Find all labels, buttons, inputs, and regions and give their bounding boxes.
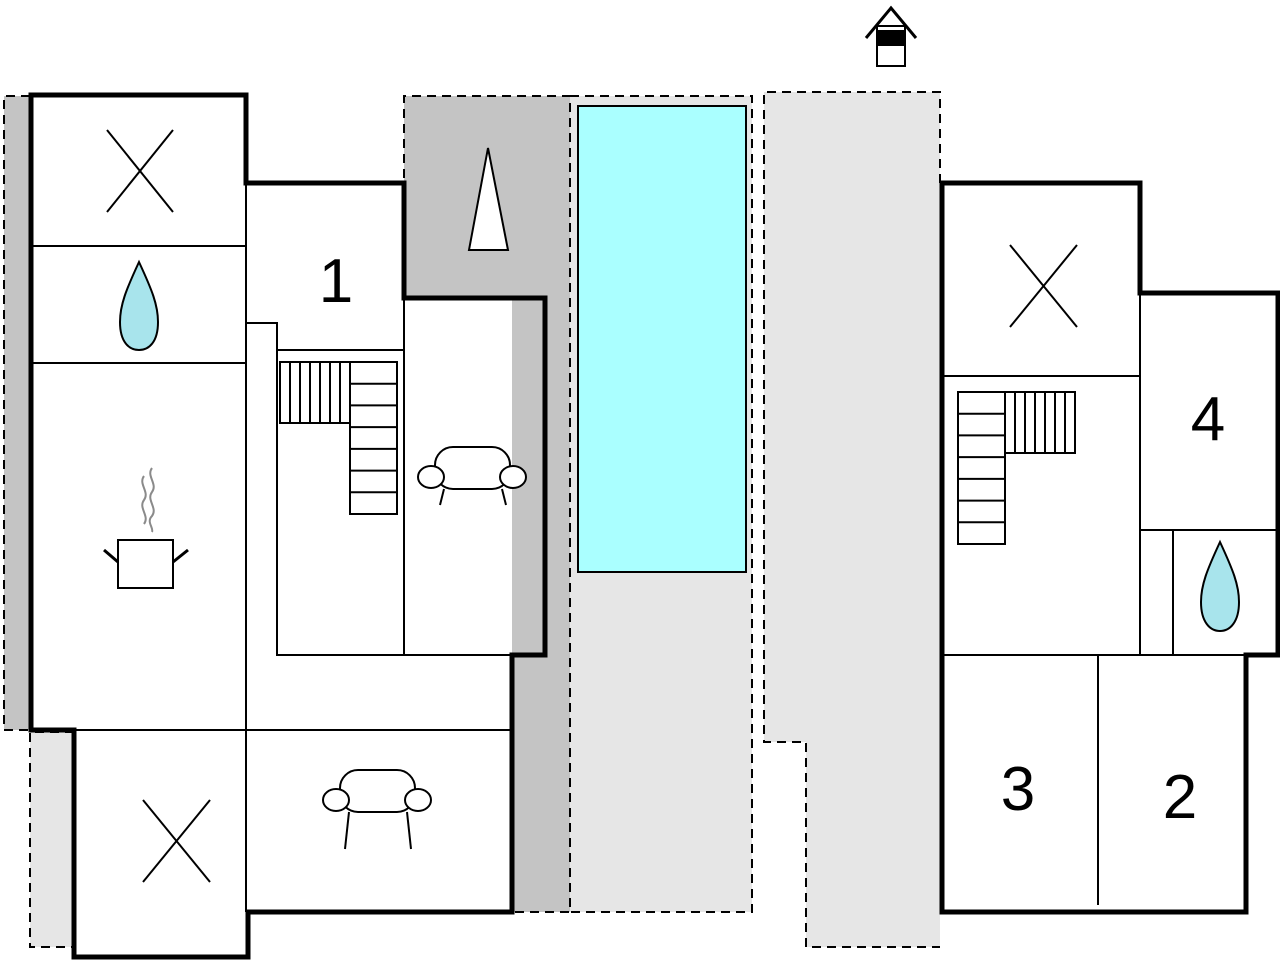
swimming-pool bbox=[577, 105, 747, 573]
terrace-left-bottom bbox=[30, 732, 74, 947]
toilet-icon bbox=[142, 799, 211, 883]
wall-stair-hall bbox=[246, 322, 545, 656]
parasol-icon bbox=[467, 147, 510, 251]
room-label-4: 4 bbox=[1191, 385, 1225, 454]
staircase-icon bbox=[279, 361, 398, 515]
kitchen-icon bbox=[103, 467, 189, 589]
living-room-icon bbox=[417, 446, 527, 506]
toilet-icon bbox=[1009, 244, 1078, 328]
covered-terrace-bottom bbox=[512, 300, 570, 912]
room-label-1: 1 bbox=[319, 247, 353, 316]
right-building-walls bbox=[939, 180, 1280, 915]
room-label-3: 3 bbox=[1001, 755, 1035, 824]
staircase-icon bbox=[957, 391, 1076, 545]
toilet-icon bbox=[106, 129, 174, 213]
living-room-icon bbox=[322, 769, 432, 850]
room-label-2: 2 bbox=[1163, 763, 1197, 832]
bathroom-icon bbox=[1199, 539, 1241, 633]
pool-deck-boundary bbox=[569, 95, 753, 913]
bathroom-icon bbox=[118, 259, 160, 352]
entrance-icon bbox=[864, 5, 918, 67]
terrace-path bbox=[764, 92, 940, 947]
terrace-path-boundary bbox=[763, 91, 941, 948]
terrace-left-strip bbox=[4, 96, 30, 730]
